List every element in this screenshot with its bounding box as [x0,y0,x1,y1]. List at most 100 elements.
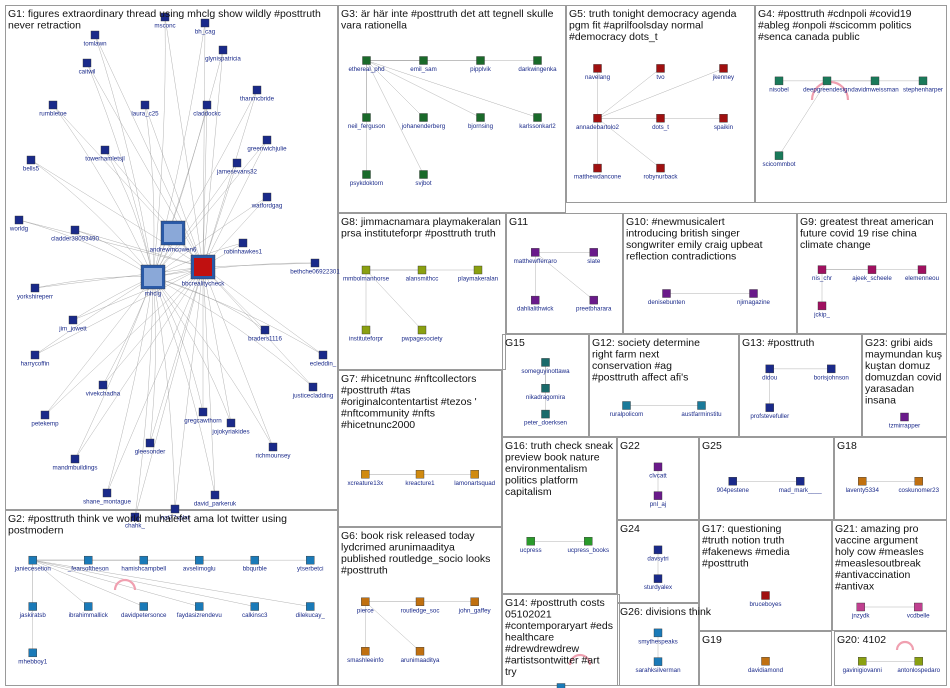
node-laventy5334-avatar[interactable] [858,477,866,485]
node-tzmirrapper-avatar[interactable] [901,413,909,421]
node-someguyinottawa-avatar[interactable] [542,358,550,366]
node-jnzydk-avatar[interactable] [857,603,865,611]
node-tomlawn-avatar[interactable] [91,31,99,39]
node-cladder38093490-avatar[interactable] [71,226,79,234]
node-jckip--avatar[interactable] [818,302,826,310]
node-didou-avatar[interactable] [766,365,774,373]
node-gavinigiovanni-avatar[interactable] [858,657,866,665]
node-scicommbot-avatar[interactable] [775,152,783,160]
node-mhebboy1-avatar[interactable] [29,649,37,657]
node-darkwingenka-avatar[interactable] [534,57,542,65]
node-nikadragomira-avatar[interactable] [542,384,550,392]
node-ucpress-avatar[interactable] [527,537,535,545]
node-emil-sam-avatar[interactable] [420,57,428,65]
node-904pestene-avatar[interactable] [729,477,737,485]
node-johanenderberg-avatar[interactable] [420,114,428,122]
node-borisjohnson-avatar[interactable] [827,365,835,373]
node--fearsoftheson-avatar[interactable] [84,556,92,564]
node-jojokyriakides-avatar[interactable] [227,419,235,427]
node-glynispatricia-avatar[interactable] [219,46,227,54]
node-instituteforpr-avatar[interactable] [362,326,370,334]
node-alansmithcc-avatar[interactable] [418,266,426,274]
node-john-gaffey-avatar[interactable] [471,598,479,606]
node-xcreature13x-avatar[interactable] [361,470,369,478]
node-hamishcampbell-avatar[interactable] [140,556,148,564]
node-stephenharper-avatar[interactable] [919,77,927,85]
node-jamesevans32-avatar[interactable] [233,159,241,167]
node-ruralpolicom-avatar[interactable] [623,402,631,410]
node-pierce-avatar[interactable] [361,598,369,606]
node-avselimoglu-avatar[interactable] [195,556,203,564]
node-sarahksilverman-avatar[interactable] [654,658,662,666]
node-svjbot-avatar[interactable] [420,171,428,179]
node-bh-cag-avatar[interactable] [201,19,209,27]
node-deepgreendesign-avatar[interactable] [823,77,831,85]
node-ajeek-scheele-avatar[interactable] [868,266,876,274]
node-faydasizrendevu-avatar[interactable] [195,603,203,611]
node-gregcawthorn-avatar[interactable] [199,408,207,416]
node-davsytri-avatar[interactable] [654,546,662,554]
node-ucpress-books-avatar[interactable] [584,537,592,545]
node-denisebunten-avatar[interactable] [663,290,671,298]
node-nat77splat-avatar[interactable] [171,505,179,513]
node-justicecladding-avatar[interactable] [309,383,317,391]
node-lamonartsquad-avatar[interactable] [471,470,479,478]
node-mandmbuildings-avatar[interactable] [71,455,79,463]
node-mad-mark-----avatar[interactable] [796,477,804,485]
node-towerhamletsjl-avatar[interactable] [101,146,109,154]
node-matthewfferraro-avatar[interactable] [531,248,539,256]
node-elemenneou-avatar[interactable] [918,266,926,274]
node-annadebartolo2-avatar[interactable] [594,114,602,122]
node-sturdyalex-avatar[interactable] [654,575,662,583]
node-jim-jowett-avatar[interactable] [69,316,77,324]
node-yorkshireperr-avatar[interactable] [31,284,39,292]
node-worldg-avatar[interactable] [15,216,23,224]
node-davidpetersonce-avatar[interactable] [140,603,148,611]
node-nis-chr-avatar[interactable] [818,266,826,274]
node-matthewdancone-avatar[interactable] [594,164,602,172]
node-richmounsey-avatar[interactable] [269,443,277,451]
node-playmakeralan-avatar[interactable] [474,266,482,274]
node-david-parkeruk-avatar[interactable] [211,491,219,499]
node-harrycoffin-avatar[interactable] [31,351,39,359]
node-kreacture1-avatar[interactable] [416,470,424,478]
node-profstevefuller-avatar[interactable] [766,404,774,412]
node-tvo-avatar[interactable] [657,64,665,72]
node-momosakura555-avatar[interactable] [557,684,565,688]
node-janiecesetion-avatar[interactable] [29,556,37,564]
node-preetbharara-avatar[interactable] [590,296,598,304]
node-caitwil-avatar[interactable] [83,59,91,67]
node-bjornsing-avatar[interactable] [477,114,485,122]
node-thanmcbride-avatar[interactable] [253,86,261,94]
node-nisobel-avatar[interactable] [775,77,783,85]
node-karlssonkarl2-avatar[interactable] [534,114,542,122]
node-laura-c25-avatar[interactable] [141,101,149,109]
node-dilekucay--avatar[interactable] [306,603,314,611]
node-smashleeinfo-avatar[interactable] [361,647,369,655]
node-claddockc-avatar[interactable] [203,101,211,109]
node-ethereal-phd-avatar[interactable] [363,57,371,65]
node-dots-t-avatar[interactable] [657,114,665,122]
node-antonlospedaro-avatar[interactable] [915,657,923,665]
node-braders1116-avatar[interactable] [261,326,269,334]
node-mmbolmanhorse-avatar[interactable] [362,266,370,274]
node-davidmweissman-avatar[interactable] [871,77,879,85]
node-arunimaaditya-avatar[interactable] [416,647,424,655]
node-slate-avatar[interactable] [590,248,598,256]
node-greenwichjulie-avatar[interactable] [263,136,271,144]
node-peter-doerksen-avatar[interactable] [542,410,550,418]
node-watfordgag-avatar[interactable] [263,193,271,201]
node-robinhawkes1-avatar[interactable] [239,239,247,247]
node-pipplvik-avatar[interactable] [477,57,485,65]
node-ibrahimmallick-avatar[interactable] [84,603,92,611]
node-jkenney-avatar[interactable] [720,64,728,72]
node-shane-montague-avatar[interactable] [103,489,111,497]
node-smythespeaks-avatar[interactable] [654,629,662,637]
node-njimagazine-avatar[interactable] [750,290,758,298]
node-jaskiratsb-avatar[interactable] [29,603,37,611]
node-davidiamond-avatar[interactable] [762,657,770,665]
node-bruceboyes-avatar[interactable] [762,592,770,600]
node-psykdoktorn-avatar[interactable] [363,171,371,179]
node-clvcatt-avatar[interactable] [654,463,662,471]
node-neil-ferguson-avatar[interactable] [363,114,371,122]
